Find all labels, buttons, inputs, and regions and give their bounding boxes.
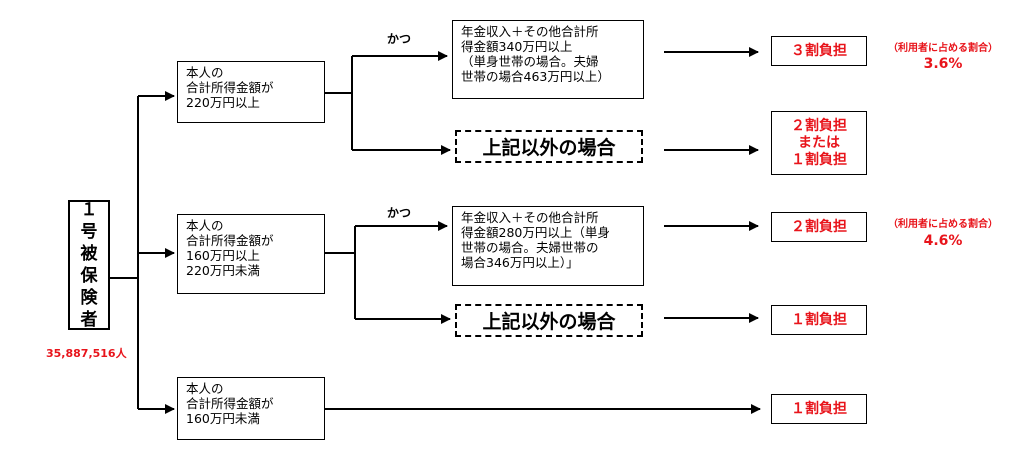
root-label: １号被保険者: [80, 200, 98, 330]
root-box: １号被保険者: [68, 200, 110, 330]
and-label-1: かつ: [387, 32, 412, 46]
result-box-1wari-a: １割負担: [771, 305, 867, 335]
result-box-2wari: ２割負担: [771, 212, 867, 242]
result-box-3wari: ３割負担: [771, 36, 867, 66]
otherwise-box-1: 上記以外の場合: [455, 130, 643, 163]
share-value-2: 4.6%: [923, 233, 963, 249]
otherwise-box-2: 上記以外の場合: [455, 304, 643, 337]
result-box-1wari-b: １割負担: [771, 394, 867, 424]
sub-condition-box-2: 年金収入＋その他合計所 得金額280万円以上（単身 世帯の場合。夫婦世帯の 場合…: [452, 206, 644, 286]
share-note-2: （利用者に占める割合）: [888, 219, 998, 230]
and-label-2: かつ: [387, 206, 412, 220]
root-count: 35,887,516人: [46, 347, 127, 360]
share-note-1: （利用者に占める割合）: [888, 43, 998, 54]
condition-box-2: 本人の 合計所得金額が 160万円以上 220万円未満: [177, 214, 325, 294]
sub-condition-box-1: 年金収入＋その他合計所 得金額340万円以上 （単身世帯の場合。夫婦 世帯の場合…: [452, 20, 644, 99]
condition-box-3: 本人の 合計所得金額が 160万円未満: [177, 377, 325, 440]
condition-box-1: 本人の 合計所得金額が 220万円以上: [177, 61, 325, 123]
share-value-1: 3.6%: [923, 56, 963, 72]
result-box-2or1wari: ２割負担 または １割負担: [771, 111, 867, 175]
